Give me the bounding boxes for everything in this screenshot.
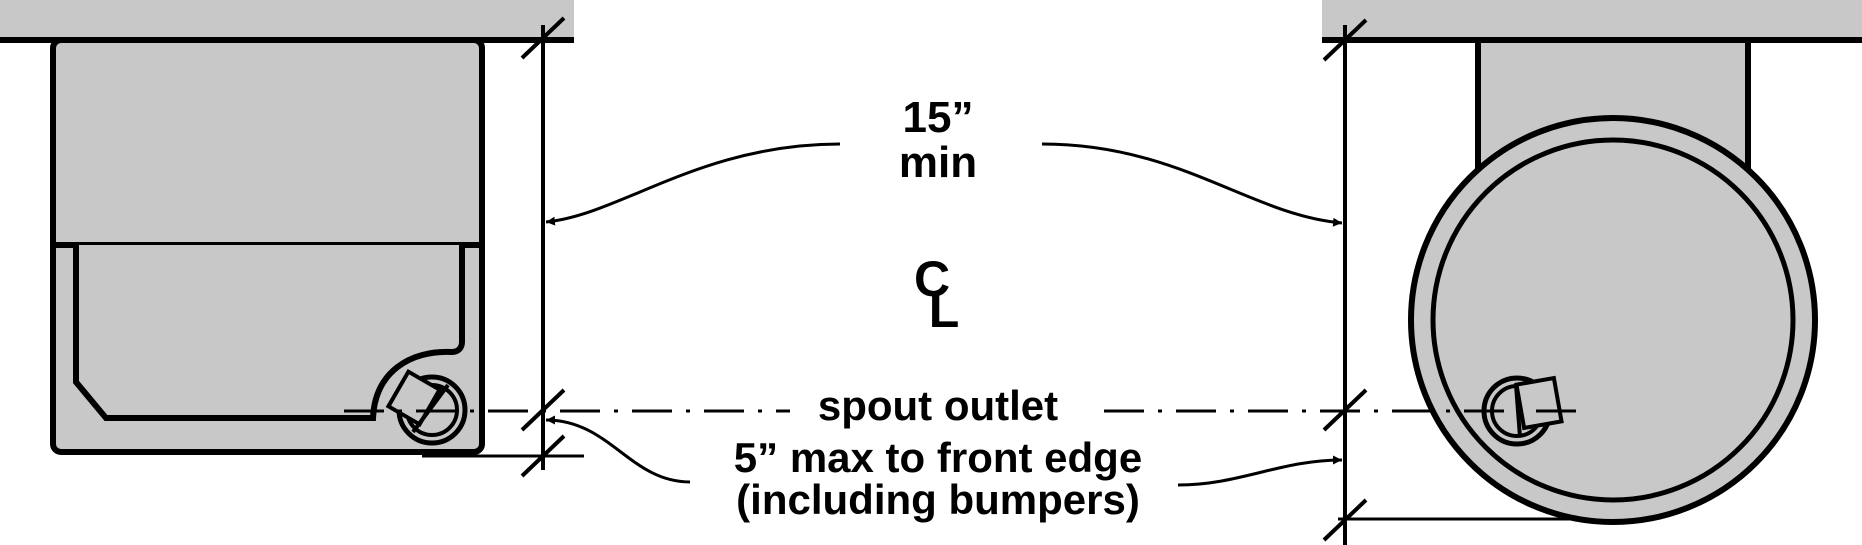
labels: 15” min C L spout outlet 5” max to front… [734, 93, 1142, 523]
front-edge-arrow-right [1177, 455, 1343, 487]
left-wall [0, 0, 574, 38]
left-fountain [0, 0, 584, 458]
dimension-lines [344, 16, 1584, 545]
centerline-symbol-l: L [929, 282, 960, 338]
clearance-arrow-left [545, 142, 841, 226]
including-bumpers-label: (including bumpers) [736, 476, 1140, 523]
centerline-symbol-c: C [914, 251, 950, 307]
front-edge-arrow-left [545, 415, 691, 484]
right-fountain [1322, 0, 1862, 525]
clearance-value-label: 15” [903, 93, 974, 142]
tick-right-front [1322, 498, 1368, 542]
right-wall [1322, 0, 1862, 38]
right-bowl-basin [1430, 137, 1796, 503]
tick-left-front [520, 434, 566, 478]
spout-outlet-label: spout outlet [818, 382, 1058, 429]
clearance-unit-label: min [899, 138, 977, 187]
max-front-edge-label: 5” max to front edge [734, 434, 1142, 481]
clearance-arrow-right [1041, 142, 1343, 227]
tick-left-top [520, 16, 566, 60]
tick-right-top [1322, 18, 1368, 62]
